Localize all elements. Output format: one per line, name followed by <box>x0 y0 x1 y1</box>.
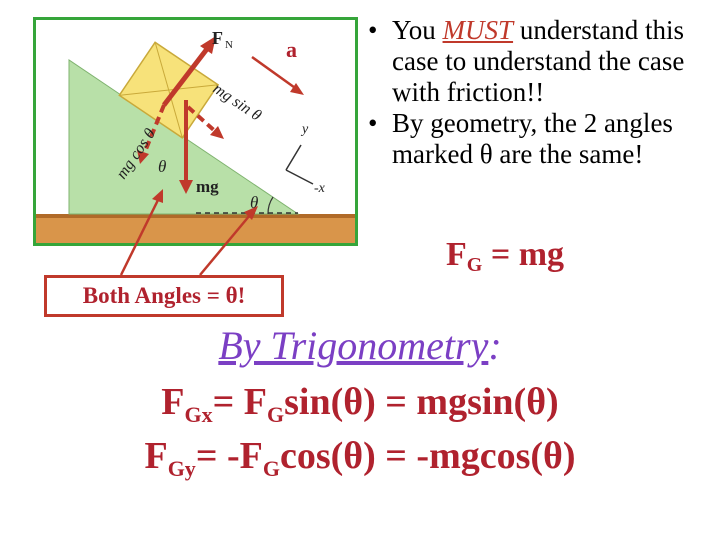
label-mg-sin: mg sin θ <box>210 80 264 124</box>
fg-equation: FG = mg <box>446 236 565 276</box>
incline-diagram-svg: a F N mg sin θ mg cos θ θ mg θ y -x <box>36 28 355 243</box>
floor <box>36 214 355 243</box>
mg-cos-arrowhead <box>137 150 149 164</box>
y-axis <box>285 144 302 171</box>
weight-arrowhead <box>179 180 193 194</box>
label-x-axis: -x <box>314 181 326 196</box>
trig-title: By Trigonometry: <box>218 323 502 368</box>
mg-sin-component <box>186 105 218 134</box>
base-angle-arc <box>267 196 274 215</box>
bullet-item: •By geometry, the 2 angles marked θ are … <box>368 108 673 169</box>
floor-edge <box>36 214 355 218</box>
mg-cos-component <box>142 104 166 155</box>
bullet-item: •You MUST understand this case to unders… <box>368 15 685 107</box>
acceleration-arrowhead <box>290 83 304 95</box>
label-theta-top: θ <box>158 157 166 176</box>
x-axis <box>285 169 314 185</box>
normal-force-arrow <box>162 43 212 107</box>
incline-diagram: a F N mg sin θ mg cos θ θ mg θ y -x <box>33 17 358 246</box>
label-y-axis: y <box>300 122 309 137</box>
normal-force-arrowhead <box>200 36 216 54</box>
mg-sin-arrowhead <box>210 126 224 139</box>
bullet-list: •You MUST understand this case to unders… <box>368 15 718 170</box>
bullet-dot-icon: • <box>368 108 378 138</box>
label-fn: F <box>212 28 223 48</box>
label-mg: mg <box>196 177 219 196</box>
must-emphasis: MUST <box>442 15 514 45</box>
label-theta-base: θ <box>250 193 258 212</box>
acceleration-arrow <box>251 55 299 92</box>
equation-fgy: FGy= -FGcos(θ) = -mgcos(θ) <box>144 435 576 481</box>
label-a: a <box>286 37 297 62</box>
angles-note-box: Both Angles = θ! <box>44 275 284 317</box>
equation-fgx: FGx= FGsin(θ) = mgsin(θ) <box>161 381 559 427</box>
block <box>118 41 220 139</box>
label-fn-sub: N <box>225 39 233 51</box>
bullet-dot-icon: • <box>368 15 378 45</box>
